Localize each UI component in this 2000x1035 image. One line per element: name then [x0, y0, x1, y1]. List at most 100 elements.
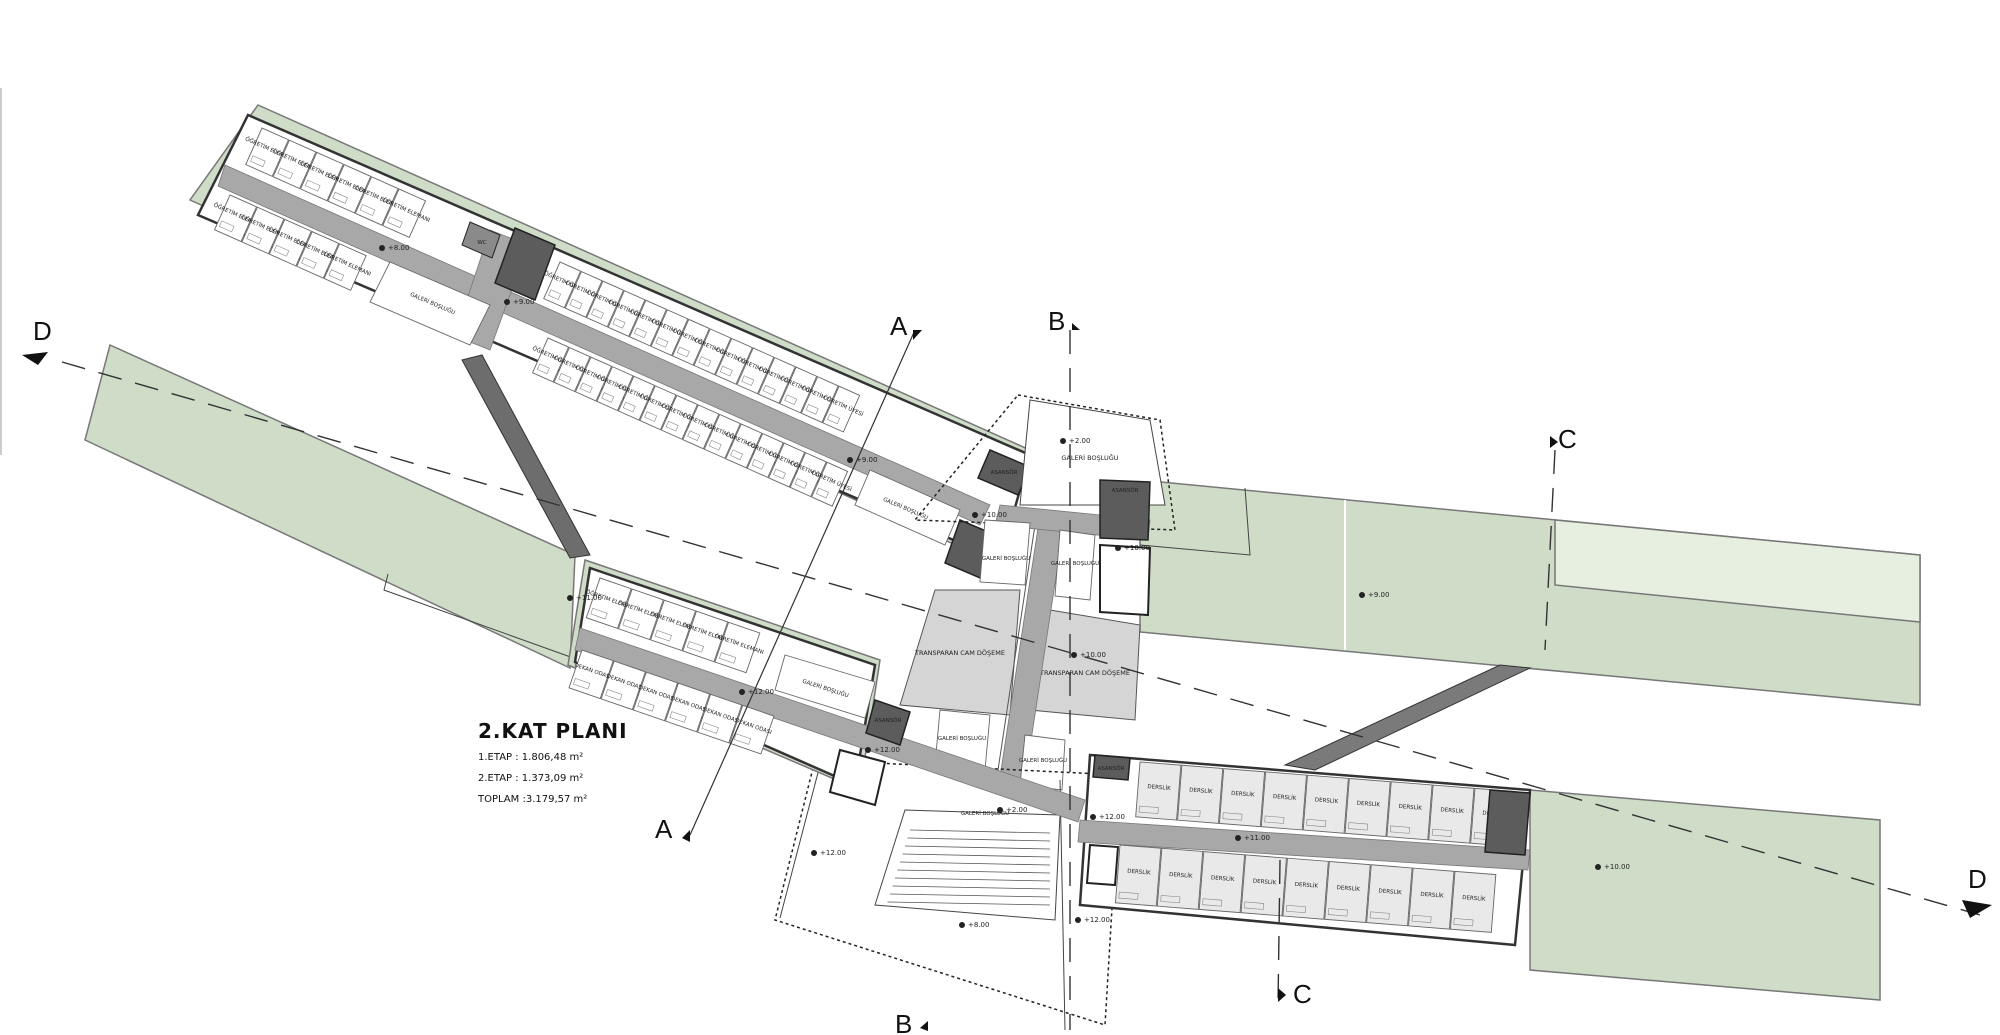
- section-arrow-a-bottom: [682, 830, 690, 842]
- label-galeri-sw: GALERİ BOŞLUĞU: [938, 735, 986, 742]
- section-label-d-east: D: [1968, 864, 1987, 894]
- dean-elevator: [865, 699, 911, 746]
- room-label: DERSLİK: [1398, 803, 1422, 812]
- classroom: DERSLİK: [1260, 771, 1307, 831]
- section-line-c-top: [1544, 449, 1556, 651]
- svg-text:+9.00: +9.00: [856, 456, 877, 464]
- office-room: DEKAN ODASI: [632, 671, 679, 722]
- step-line: [899, 861, 1051, 866]
- room-label: DERSLİK: [1253, 878, 1277, 887]
- north-wc: [461, 221, 501, 259]
- label-transparan-east: TRANSPARAN CAM DÖŞEME: [1039, 668, 1130, 677]
- level-marker: +9.00: [847, 456, 877, 464]
- section-arrow-a-top: [913, 330, 922, 340]
- svg-text:+12.00: +12.00: [1099, 813, 1125, 821]
- step-line: [909, 829, 1051, 834]
- level-marker: +12.00: [865, 746, 900, 754]
- hub-upper-void: [1019, 399, 1166, 506]
- section-arrow-d-west: [22, 352, 48, 365]
- room-label: DERSLİK: [1189, 786, 1213, 795]
- level-marker: +8.00: [959, 921, 989, 929]
- svg-text:+10.00: +10.00: [1080, 651, 1106, 659]
- room-label: DERSLİK: [1147, 783, 1171, 792]
- north-gallery-void: [369, 261, 491, 346]
- classroom: DERSLİK: [1177, 764, 1224, 824]
- room-label: DERSLİK: [1315, 796, 1339, 805]
- office-room: ÖĞRETİM ÜYESİ: [607, 290, 650, 337]
- dean-stair: [828, 748, 887, 807]
- classroom: DERSLİK: [1386, 781, 1433, 841]
- section-arrow-c-top: [1550, 436, 1558, 448]
- bridge-north: [461, 354, 591, 559]
- classroom: DERSLİK: [1366, 864, 1413, 927]
- label-asansor-1: ASANSÖR: [991, 469, 1018, 476]
- room-label: DERSLİK: [1336, 884, 1360, 893]
- svg-text:+11.00: +11.00: [1244, 834, 1270, 842]
- svg-text:+2.00: +2.00: [1006, 806, 1027, 814]
- section-arrow-b-top: [1072, 323, 1080, 330]
- step-line: [889, 893, 1051, 898]
- level-marker: +10.00: [972, 511, 1007, 519]
- level-marker: +2.00: [997, 806, 1027, 814]
- svg-text:+11.00: +11.00: [576, 594, 602, 602]
- office-room: ÖĞRETİM ELEMANI: [585, 577, 636, 630]
- label-asansor-3: ASANSÖR: [875, 717, 902, 724]
- hub-core-east: [1099, 479, 1151, 541]
- office-room: ÖĞRETİM ÜYESİ: [810, 461, 853, 507]
- class-stair-west: [1085, 843, 1120, 887]
- step-line: [894, 877, 1051, 882]
- label-galeri-hub-east: GALERİ BOŞLUĞU: [1051, 560, 1099, 567]
- office-room: ÖĞRETİM ELEMANI: [713, 621, 765, 674]
- classroom: DERSLİK: [1428, 784, 1475, 844]
- classroom: DERSLİK: [1344, 777, 1391, 838]
- level-marker: +10.00: [1071, 651, 1106, 659]
- svg-text:+2.00: +2.00: [1069, 437, 1090, 445]
- section-label-d-west: D: [33, 316, 52, 346]
- svg-text:+10.00: +10.00: [981, 511, 1007, 519]
- section-label-c-bottom: C: [1293, 979, 1312, 1009]
- section-line-a: [689, 329, 916, 836]
- classroom: DERSLİK: [1218, 768, 1266, 828]
- area-etap-2: 2.ETAP : 1.373,09 m²: [478, 773, 583, 784]
- dean-wing-corridor: [574, 627, 1086, 823]
- class-stair-east: [1484, 789, 1531, 856]
- level-marker: +8.00: [379, 244, 409, 252]
- label-asansor-4: ASANSÖR: [1098, 765, 1125, 772]
- step-line: [892, 885, 1051, 890]
- step-line: [902, 853, 1051, 858]
- classroom: DERSLİK: [1324, 860, 1371, 923]
- label-galeri-hub-west: GALERİ BOŞLUĞU: [982, 555, 1030, 562]
- office-room: ÖĞRETİM ELEMANI: [617, 588, 668, 641]
- terrace-west: [84, 343, 576, 670]
- svg-text:+12.00: +12.00: [820, 849, 846, 857]
- amphitheater: [874, 809, 1061, 921]
- label-transparan-west: TRANSPARAN CAM DÖŞEME: [914, 648, 1005, 657]
- terrace-east-inner: [1139, 487, 1251, 556]
- room-label: DERSLİK: [1462, 894, 1486, 903]
- classroom: DERSLİK: [1240, 854, 1287, 917]
- svg-text:+9.00: +9.00: [1368, 591, 1389, 599]
- classroom: DERSLİK: [1408, 867, 1455, 930]
- svg-text:+12.00: +12.00: [874, 746, 900, 754]
- section-arrow-c-bottom: [1278, 988, 1286, 1002]
- level-marker: +10.00: [1595, 863, 1630, 871]
- north-elevator: [977, 449, 1031, 496]
- label-wc: WC: [477, 240, 486, 246]
- dean-gallery-void: [774, 654, 876, 719]
- section-line-d: [61, 361, 1981, 916]
- svg-text:+10.00: +10.00: [1604, 863, 1630, 871]
- class-elevator: [1092, 754, 1131, 781]
- section-label-a-top: A: [890, 311, 908, 341]
- terrace-east-light: [1554, 519, 1921, 623]
- classroom: DERSLİK: [1302, 774, 1349, 834]
- hub-lower-divider: [1059, 779, 1066, 1031]
- level-marker: +9.00: [1359, 591, 1389, 599]
- level-marker: +12.00: [1090, 813, 1125, 821]
- office-room: ÖĞRETİM ELEMANI: [681, 610, 733, 663]
- section-label-c-top: C: [1558, 424, 1577, 454]
- step-line: [897, 869, 1051, 874]
- office-room: DEKAN ODASI: [696, 693, 743, 744]
- level-marker: +11.00: [1235, 834, 1270, 842]
